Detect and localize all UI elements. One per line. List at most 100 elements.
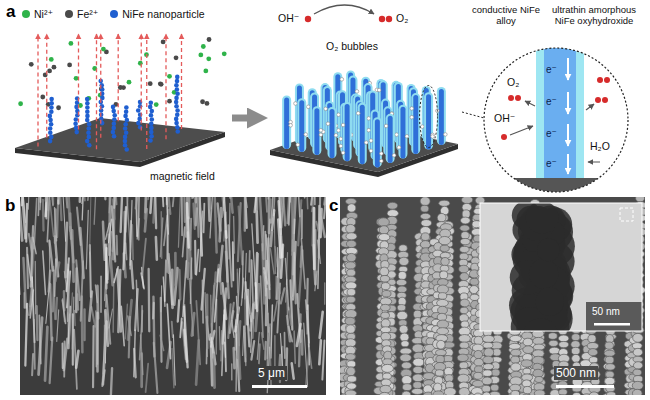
nanoparticle: [123, 143, 128, 148]
sem-streak: [103, 197, 105, 199]
sem-streak: [26, 248, 29, 288]
sem-streak: [22, 197, 25, 238]
nanowire-shell: [411, 93, 420, 154]
sem-streak: [146, 364, 149, 393]
nanoparticle: [175, 108, 180, 113]
sem-streak: [281, 288, 285, 303]
sem-streak: [72, 297, 74, 349]
sem-grain: [460, 342, 469, 349]
sem-streak: [222, 315, 224, 375]
sem-streak: [242, 251, 244, 298]
sem-streak: [66, 258, 68, 291]
sem-grain: [605, 364, 615, 371]
sem-streak: [307, 197, 308, 209]
sem-streak: [131, 261, 133, 288]
nanoparticle: [149, 126, 154, 131]
sem-grain: [444, 388, 456, 395]
sem-streak: [90, 245, 91, 297]
sem-streak: [230, 311, 233, 333]
sem-streak: [20, 267, 21, 294]
sem-grain: [474, 350, 483, 358]
sem-grain: [435, 370, 443, 376]
nanowire-shell: [424, 92, 433, 149]
sem-grain: [436, 355, 445, 363]
sem-streak: [265, 197, 267, 212]
sem-streak: [50, 284, 51, 340]
sem-grain: [457, 374, 469, 383]
nanoparticle: [150, 117, 155, 122]
substrate: [15, 118, 225, 162]
sem-grain: [412, 388, 424, 394]
oxygen-bubble: [355, 90, 359, 94]
oxygen-bubble: [380, 159, 384, 163]
sem-grain: [347, 383, 357, 389]
sem-streak: [223, 197, 227, 238]
field-arrow: [37, 34, 38, 147]
sem-grain: [440, 245, 449, 251]
sem-streak: [306, 348, 309, 386]
sem-streak: [72, 230, 73, 281]
sem-grain: [378, 234, 389, 241]
sem-grain: [535, 376, 543, 382]
oxygen-dot: [515, 95, 521, 101]
oxygen-dot: [508, 95, 514, 101]
nanoparticle: [49, 97, 54, 102]
sem-streak: [271, 231, 272, 246]
deposition-illustration: [15, 34, 227, 167]
sem-streak: [39, 315, 40, 363]
sem-streak: [280, 197, 282, 210]
sem-streak: [148, 197, 151, 200]
sem-streak: [324, 197, 326, 218]
sem-image: [340, 197, 645, 395]
sem-streak: [30, 290, 33, 318]
sem-streak: [187, 263, 190, 278]
oxygen-bubble: [356, 111, 360, 115]
sem-streak: [266, 219, 270, 275]
oxygen-bubble: [326, 122, 330, 126]
sem-grain: [605, 377, 615, 385]
sem-streak: [191, 197, 193, 198]
oxygen-bubble: [431, 135, 435, 139]
ion-dot: [203, 69, 208, 74]
sem-grain: [460, 238, 470, 244]
sem-streak: [269, 199, 270, 216]
sem-streak: [117, 269, 120, 331]
field-arrow: [146, 34, 147, 149]
sem-grain: [347, 367, 356, 376]
sem-grain: [399, 257, 409, 265]
sem-streak: [211, 335, 212, 386]
ion-dot: [159, 82, 164, 87]
sem-streak: [31, 354, 34, 375]
sem-grain: [533, 344, 545, 350]
nanoparticle: [49, 135, 54, 140]
scale-bar: [252, 385, 307, 388]
sem-grain: [439, 200, 450, 206]
nanowire-core: [360, 105, 365, 165]
sem-grain: [440, 271, 448, 279]
sem-grain: [549, 340, 558, 346]
nanowire-core: [345, 104, 350, 161]
sem-streak: [237, 269, 239, 313]
sem-streak: [145, 197, 147, 212]
sem-streak: [141, 335, 143, 375]
sem-streak: [134, 349, 136, 378]
sem-grain: [413, 366, 423, 373]
sem-grain: [400, 348, 412, 354]
ion-dot: [49, 57, 54, 62]
sem-streak: [152, 303, 155, 319]
oxygen-bubble: [380, 152, 384, 156]
nanoparticle: [149, 134, 154, 139]
sem-grain: [511, 349, 522, 356]
sem-grain: [589, 357, 598, 363]
sem-grain: [347, 253, 356, 261]
sem-streak: [150, 197, 153, 213]
sem-grain: [413, 395, 422, 396]
sem-grain: [606, 371, 614, 378]
sem-streak: [96, 313, 99, 372]
nanoparticle: [112, 134, 117, 139]
ion-dot: [56, 105, 61, 110]
sem-grain: [633, 369, 642, 376]
sem-streak: [293, 242, 296, 300]
sem-streak: [178, 197, 180, 247]
field-arrow: [165, 34, 166, 139]
